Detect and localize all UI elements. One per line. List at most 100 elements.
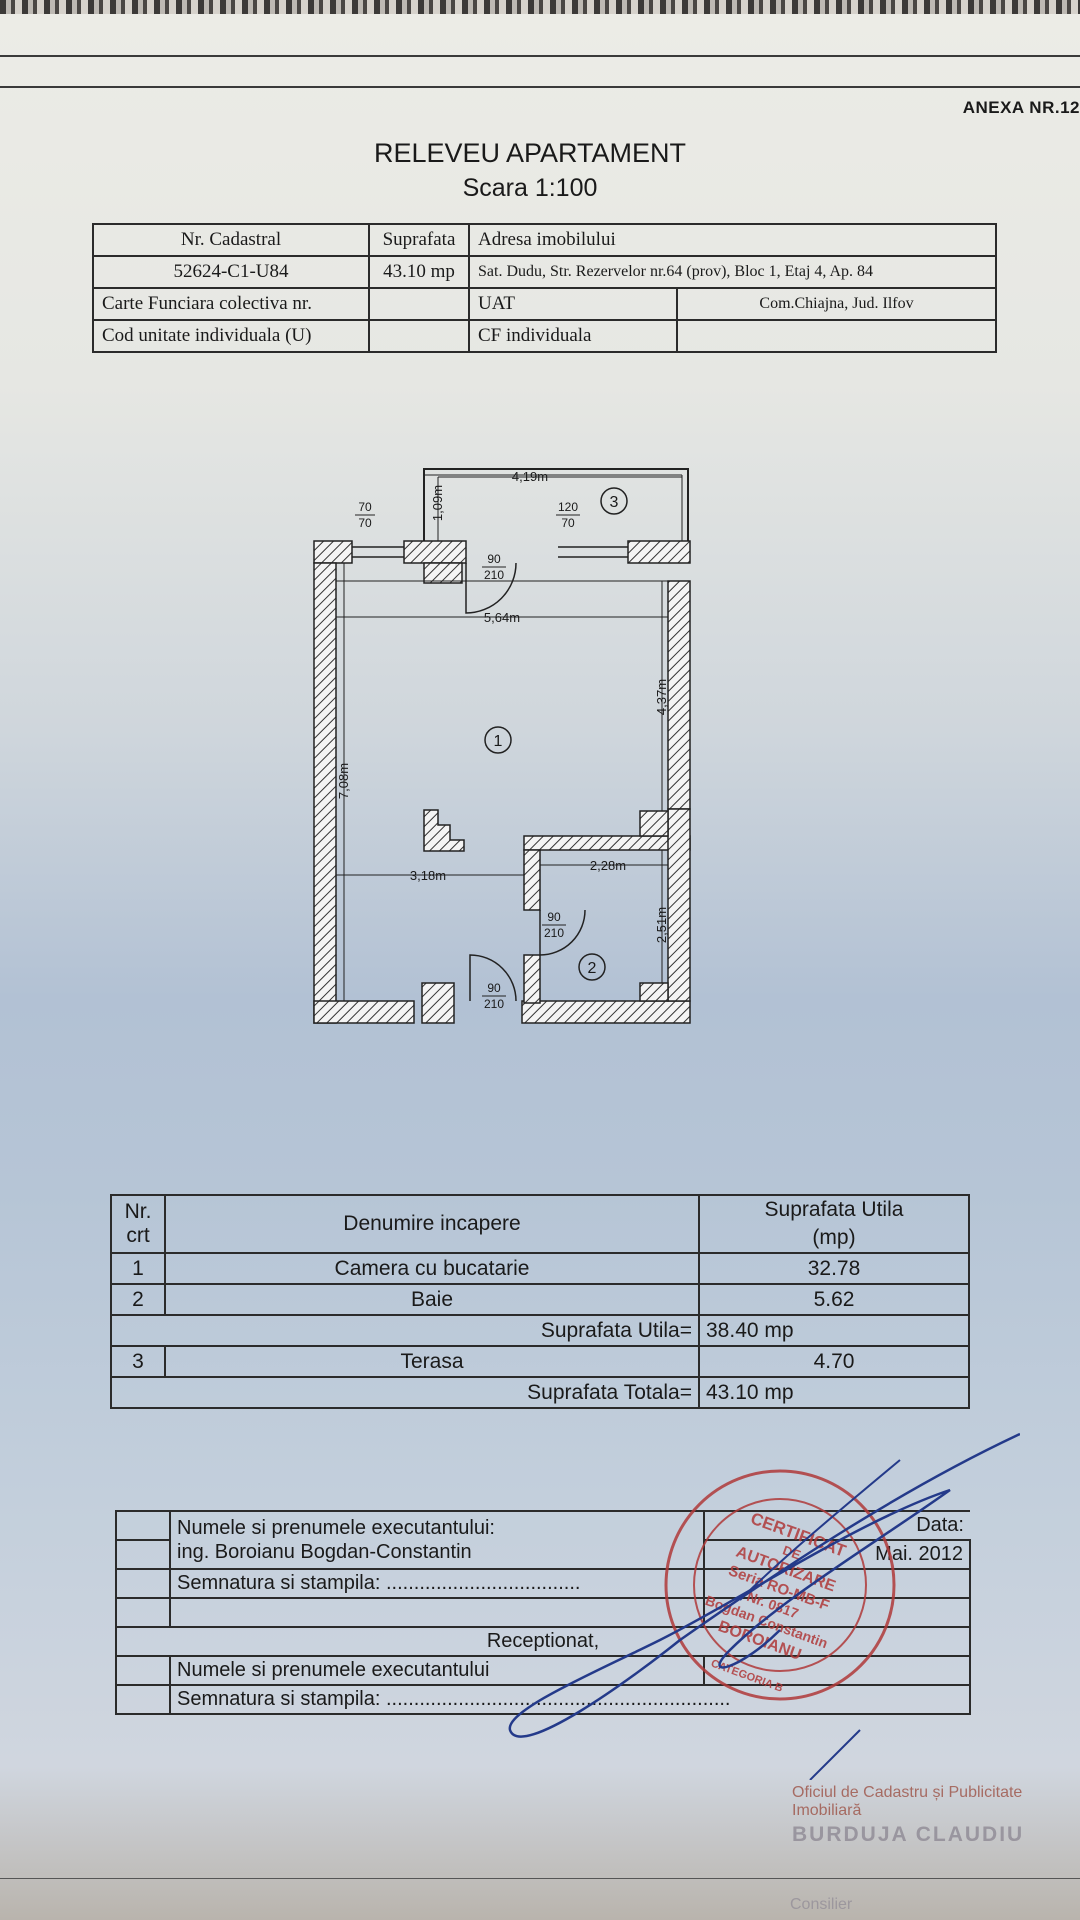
wall [313,540,353,564]
handwritten-signature [508,1432,1020,1780]
office-stamp-officer: BURDUJA CLAUDIU [792,1823,1025,1846]
nr-cadastral-value: 52624-C1-U84 [92,255,370,289]
wall [667,808,691,1002]
dim-room-width: 5,64m [484,610,520,625]
wall [313,562,337,1024]
dim-terrace-width: 4,19m [512,469,548,484]
svg-text:210: 210 [544,926,564,940]
wall [667,580,691,810]
wall [423,562,463,584]
door-swing [465,562,517,614]
opening-label: 90 210 [482,552,506,582]
annex-label: ANEXA NR.12 [962,98,1080,117]
adresa-value: Sat. Dudu, Str. Rezervelor nr.64 (prov),… [468,255,997,289]
divider [0,1878,1080,1879]
executant-label: Numele si prenumele executantului: [177,1517,495,1539]
signature-table: Numele si prenumele executantului: ing. … [115,1510,971,1715]
column [423,809,465,852]
wall [403,540,467,564]
cadastral-info-table: Nr. Cadastral Suprafata Adresa imobilulu… [92,223,997,353]
row-nr: 1 [110,1252,166,1285]
decorative-top-edge [0,0,1080,14]
dim-room-depth: 7,08m [336,763,351,799]
table-row: 3 Terasa 4.70 [110,1345,970,1378]
document-title: RELEVEU APARTAMENT [373,138,687,168]
door-swing [469,954,517,1002]
header-room-name: Denumire incapere [164,1194,700,1254]
header-nr: Nr. crt [110,1194,166,1254]
room-number-3: 3 [610,494,619,511]
dim-kitchen-depth: 4,37m [654,679,669,715]
svg-text:70: 70 [561,516,575,530]
svg-text:90: 90 [487,552,501,566]
floor-plan: 4,19m 1,09m 5,64m 4,37m 7,08m 3,18m 2,28… [313,468,691,1024]
semnatura-label: Semnatura si stampila: .................… [169,1568,705,1599]
svg-text:120: 120 [558,500,578,514]
row-name: Baie [164,1283,700,1316]
row-nr: 2 [110,1283,166,1316]
uat-value: Com.Chiajna, Jud. Ilfov [676,287,997,321]
wall [313,1000,415,1024]
suprafata-utila-value: 38.40 mp [698,1314,970,1347]
row-name: Terasa [164,1345,700,1378]
row-nr: 3 [110,1345,166,1378]
dim-bath-depth: 2,51m [654,907,669,943]
uat-label: UAT [468,287,678,321]
cf-label: CF individuala [468,319,678,353]
row-area: 32.78 [698,1252,970,1285]
suprafata-totala-label: Suprafata Totala= [110,1376,700,1409]
row-name: Camera cu bucatarie [164,1252,700,1285]
opening-label: 90 210 [542,910,566,940]
wall [523,849,541,911]
wall [523,954,541,1004]
adresa-label: Adresa imobilului [468,223,997,257]
dim-terrace-depth: 1,09m [430,485,445,521]
wall [639,810,669,837]
wall [627,540,691,564]
office-stamp-text: Oficiul de Cadastru și Publicitate Imobi… [792,1784,1023,1819]
svg-text:90: 90 [547,910,561,924]
rooms-table: Nr. crt Denumire incapere Suprafata Util… [110,1194,970,1409]
cod-unitate-value [368,319,470,353]
row-area: 5.62 [698,1283,970,1316]
dim-bath-width: 2,28m [590,858,626,873]
suprafata-label: Suprafata [368,223,470,257]
document-scale: Scara 1:100 [462,174,598,202]
svg-text:70: 70 [358,500,372,514]
receptionat-label: Receptionat, [115,1626,971,1657]
table-row: 2 Baie 5.62 [110,1283,970,1316]
opening-label: 120 70 [556,500,580,530]
svg-text:70: 70 [358,516,372,530]
suprafata-utila-label: Suprafata Utila= [110,1314,700,1347]
room-number-circle [484,726,512,754]
svg-text:210: 210 [484,997,504,1011]
dim-lower-width: 3,18m [410,868,446,883]
nr-cadastral-label: Nr. Cadastral [92,223,370,257]
wall [421,982,455,1024]
cf-value [676,319,997,353]
door-swing [539,909,586,956]
room-number-circle [578,953,606,981]
suprafata-totala-value: 43.10 mp [698,1376,970,1409]
svg-text:210: 210 [484,568,504,582]
header-area: Suprafata Utila (mp) [698,1194,970,1254]
divider [0,86,1080,88]
carte-funciara-label: Carte Funciara colectiva nr. [92,287,370,321]
executant-name: ing. Boroianu Bogdan-Constantin [177,1541,472,1563]
wall [523,835,691,851]
carte-funciara-value [368,287,470,321]
date-value: Mai. 2012 [703,1539,971,1570]
divider [0,55,1080,57]
room-number-circle [600,487,628,515]
wall [639,982,669,1002]
row-area: 4.70 [698,1345,970,1378]
svg-text:90: 90 [487,981,501,995]
opening-label: 90 210 [482,981,506,1011]
opening-label: 70 70 [355,500,375,530]
terrace-outline [423,468,689,543]
room-number-2: 2 [588,960,597,977]
table-row: 1 Camera cu bucatarie 32.78 [110,1252,970,1285]
room-number-1: 1 [494,733,503,750]
wall [521,1000,691,1024]
cod-unitate-label: Cod unitate individuala (U) [92,319,370,353]
